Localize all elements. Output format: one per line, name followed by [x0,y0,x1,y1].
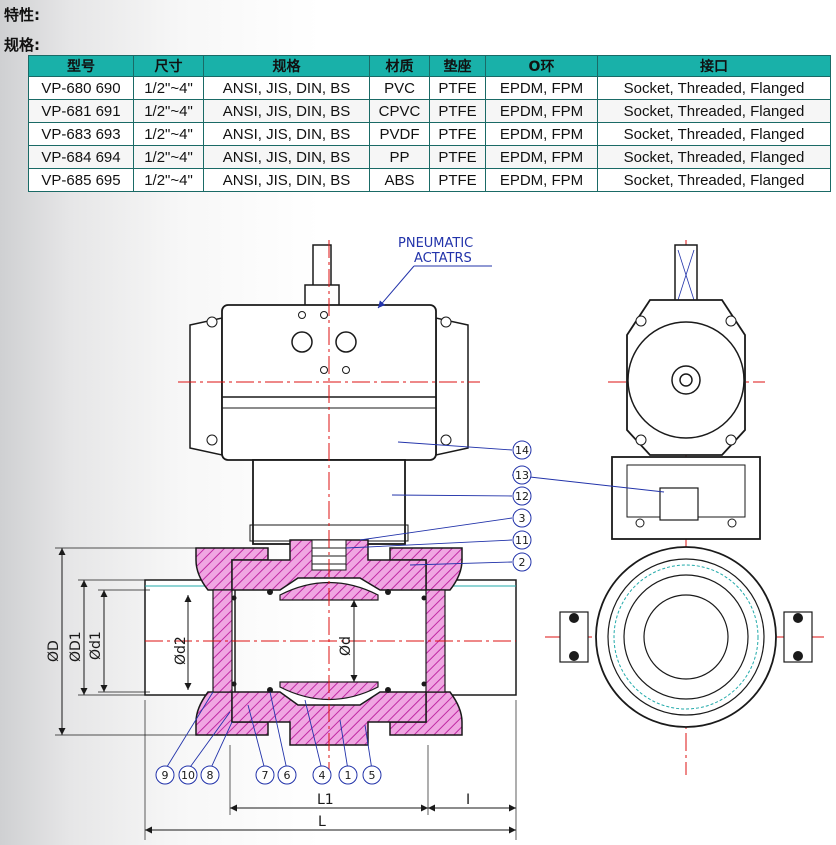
cell-size: 1/2"~4" [133,122,204,146]
dimension-labels: ØD ØD1 Ød1 Ød2 Ød L1 I L [46,631,470,830]
actuator-label: PNEUMATIC ACTATRS [377,236,492,309]
callout-13: 13 [512,465,532,485]
dim-I: I [466,792,470,808]
callout-5: 5 [362,765,382,785]
cell-model: VP-680 690 [28,76,134,100]
callout-1: 1 [338,765,358,785]
table-row: VP-681 691 1/2"~4" ANSI, JIS, DIN, BS CP… [28,99,831,123]
callout-14: 14 [512,440,532,460]
cell-oring: EPDM, FPM [485,145,598,169]
col-header-material: 材质 [369,55,430,77]
col-header-connection: 接口 [597,55,831,77]
table-row: VP-684 694 1/2"~4" ANSI, JIS, DIN, BS PP… [28,145,831,169]
cell-size: 1/2"~4" [133,99,204,123]
cell-model: VP-685 695 [28,168,134,192]
cell-material: PVDF [369,122,430,146]
callout-11: 11 [512,530,532,550]
callouts: 14 13 12 3 11 2 9 10 8 7 6 4 1 5 [155,440,532,785]
callout-8: 8 [200,765,220,785]
cell-size: 1/2"~4" [133,168,204,192]
table-row: VP-683 693 1/2"~4" ANSI, JIS, DIN, BS PV… [28,122,831,146]
specs-heading: 规格: [4,36,40,54]
cell-connection: Socket, Threaded, Flanged [597,168,831,192]
cell-standard: ANSI, JIS, DIN, BS [203,122,370,146]
cell-seat: PTFE [429,168,486,192]
cell-oring: EPDM, FPM [485,168,598,192]
cell-oring: EPDM, FPM [485,122,598,146]
cell-material: CPVC [369,99,430,123]
table-header-row: 型号 尺寸 规格 材质 垫座 O环 接口 [28,55,831,77]
cell-connection: Socket, Threaded, Flanged [597,99,831,123]
cell-standard: ANSI, JIS, DIN, BS [203,99,370,123]
dim-d1: Ød1 [88,631,104,660]
svg-text:6: 6 [284,769,291,782]
svg-text:5: 5 [369,769,376,782]
dimension-lines [55,547,517,840]
valve-body-section [144,539,517,746]
svg-text:13: 13 [515,469,529,482]
title-line-2: ACTATRS [414,251,472,266]
cell-standard: ANSI, JIS, DIN, BS [203,168,370,192]
dim-L: L [318,814,326,830]
dim-D1: ØD1 [68,631,84,662]
dim-L1: L1 [317,792,334,808]
cell-size: 1/2"~4" [133,145,204,169]
svg-text:7: 7 [262,769,269,782]
cell-seat: PTFE [429,76,486,100]
svg-text:1: 1 [345,769,352,782]
cell-seat: PTFE [429,145,486,169]
svg-text:12: 12 [515,490,529,503]
cell-connection: Socket, Threaded, Flanged [597,145,831,169]
cell-seat: PTFE [429,122,486,146]
col-header-model: 型号 [28,55,134,77]
cell-standard: ANSI, JIS, DIN, BS [203,76,370,100]
callout-2: 2 [512,552,532,572]
svg-text:9: 9 [162,769,169,782]
dim-d: Ød [338,636,354,656]
cell-seat: PTFE [429,99,486,123]
cell-material: PP [369,145,430,169]
leader-lines [164,441,665,771]
cell-size: 1/2"~4" [133,76,204,100]
cell-model: VP-683 693 [28,122,134,146]
cell-oring: EPDM, FPM [485,76,598,100]
cell-model: VP-681 691 [28,99,134,123]
dim-d2: Ød2 [173,636,189,665]
title-line-1: PNEUMATIC [398,236,473,251]
callout-4: 4 [312,765,332,785]
callout-3: 3 [512,508,532,528]
callout-10: 10 [178,765,198,785]
cell-standard: ANSI, JIS, DIN, BS [203,145,370,169]
cell-model: VP-684 694 [28,145,134,169]
table-row: VP-685 695 1/2"~4" ANSI, JIS, DIN, BS AB… [28,168,831,192]
svg-text:10: 10 [181,769,195,782]
table-row: VP-680 690 1/2"~4" ANSI, JIS, DIN, BS PV… [28,76,831,100]
col-header-oring: O环 [485,55,598,77]
cell-material: PVC [369,76,430,100]
valve-technical-drawing: PNEUMATIC ACTATRS ØD ØD1 Ød1 Ød2 Ød L1 I… [46,236,828,840]
svg-text:4: 4 [319,769,326,782]
callout-9: 9 [155,765,175,785]
svg-text:3: 3 [519,512,526,525]
svg-text:8: 8 [207,769,214,782]
dim-D: ØD [46,640,62,662]
col-header-size: 尺寸 [133,55,204,77]
col-header-seat: 垫座 [429,55,486,77]
cell-oring: EPDM, FPM [485,99,598,123]
svg-text:2: 2 [519,556,526,569]
cell-connection: Socket, Threaded, Flanged [597,122,831,146]
svg-text:11: 11 [515,534,529,547]
callout-7: 7 [255,765,275,785]
callout-12: 12 [512,486,532,506]
col-header-standard: 规格 [203,55,370,77]
valve-side-view [559,244,813,728]
spec-table: 型号 尺寸 规格 材质 垫座 O环 接口 VP-680 690 1/2"~4" … [28,55,831,192]
svg-text:14: 14 [515,444,529,457]
cell-material: ABS [369,168,430,192]
features-heading: 特性: [4,6,40,24]
cell-connection: Socket, Threaded, Flanged [597,76,831,100]
callout-6: 6 [277,765,297,785]
